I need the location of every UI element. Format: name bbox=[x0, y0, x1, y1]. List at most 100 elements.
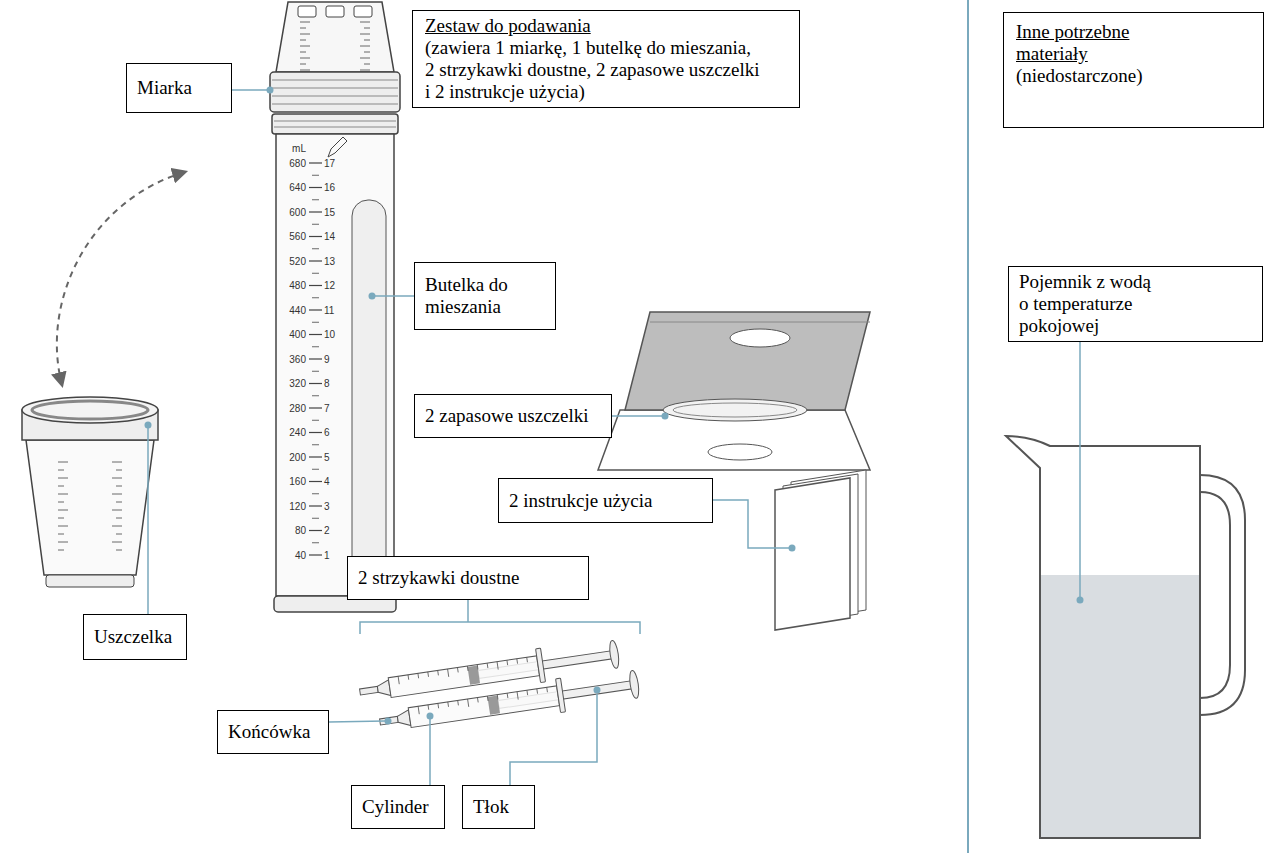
box-label: Butelka do mieszania bbox=[425, 274, 529, 318]
scale-tick bbox=[408, 675, 410, 680]
scale-ticks bbox=[58, 22, 370, 555]
scale-number: 520 bbox=[289, 256, 306, 267]
label-box: 2 strzykawki doustne bbox=[347, 556, 589, 600]
scale-tick bbox=[312, 224, 319, 225]
cup-body bbox=[26, 440, 154, 575]
pitcher-outline bbox=[1006, 436, 1200, 838]
thread-line bbox=[272, 88, 398, 89]
seal-ring bbox=[32, 401, 148, 419]
scale-tick bbox=[526, 690, 528, 695]
scale-tick bbox=[309, 260, 322, 261]
scale-tick bbox=[300, 22, 310, 23]
scale-tick bbox=[300, 64, 306, 65]
leader-line bbox=[147, 428, 149, 614]
label-box: Miarka bbox=[126, 63, 232, 113]
mixing-bottle bbox=[272, 114, 398, 612]
cup-rim bbox=[22, 397, 158, 423]
scale-tick bbox=[312, 346, 319, 347]
scale-tick bbox=[312, 199, 319, 200]
scale-tick bbox=[312, 175, 319, 176]
scale-tick bbox=[428, 705, 430, 710]
cup-window bbox=[354, 6, 372, 17]
scale-number: 15 bbox=[324, 207, 335, 218]
bracket-line bbox=[467, 600, 469, 622]
scale-number: 12 bbox=[324, 280, 335, 291]
label-box: 2 zapasowe uszczelki bbox=[414, 394, 612, 438]
scale-tick bbox=[398, 676, 399, 684]
scale-tick bbox=[309, 505, 322, 506]
scale-tick bbox=[312, 518, 319, 519]
scale-number: 16 bbox=[324, 182, 335, 193]
label-box: Końcówka bbox=[217, 710, 329, 754]
scale-number: 280 bbox=[289, 403, 306, 414]
plunger-thumb bbox=[628, 670, 640, 699]
scale-number: 160 bbox=[289, 476, 306, 487]
label-box: Butelka do mieszania bbox=[414, 262, 556, 330]
scale-tick bbox=[312, 371, 319, 372]
scale-tick bbox=[58, 502, 64, 503]
scale-tick bbox=[312, 395, 319, 396]
scale-tick bbox=[417, 673, 419, 678]
scale-tick bbox=[309, 481, 322, 482]
scale-number: 3 bbox=[324, 501, 330, 512]
box-label: Miarka bbox=[137, 77, 221, 99]
scale-tick bbox=[312, 297, 319, 298]
scale-tick bbox=[112, 478, 122, 479]
scale-tick bbox=[487, 663, 489, 668]
scale-number: 680 bbox=[289, 158, 306, 169]
measuring-cup bbox=[270, 2, 400, 112]
scale-tick bbox=[364, 28, 370, 29]
oral-syringe bbox=[378, 667, 641, 739]
scale-tick bbox=[364, 64, 370, 65]
box-label: 2 instrukcje użycia bbox=[509, 490, 702, 512]
scale-tick bbox=[427, 672, 429, 677]
box-label: Inne potrzebne materiały bbox=[1016, 21, 1156, 65]
scale-tick bbox=[360, 22, 370, 23]
leader-dot bbox=[267, 87, 274, 94]
syringe-flange bbox=[556, 678, 566, 712]
box-label: Cylinder bbox=[362, 796, 434, 818]
label-box: Inne potrzebne materiały(niedostarczone) bbox=[1003, 12, 1264, 128]
scale-number: 80 bbox=[295, 525, 306, 536]
scale-number: 9 bbox=[324, 354, 330, 365]
booklets bbox=[775, 470, 866, 630]
packet-lid bbox=[625, 312, 870, 410]
scale-tick bbox=[112, 462, 122, 463]
syringe-flange bbox=[536, 648, 546, 682]
scale-tick bbox=[312, 322, 319, 323]
thread-line bbox=[272, 96, 398, 97]
leader-line bbox=[510, 694, 597, 785]
scale-tick bbox=[360, 58, 370, 59]
cup-foot bbox=[46, 575, 134, 587]
scale-number: 600 bbox=[289, 207, 306, 218]
scale-tick bbox=[58, 534, 64, 535]
scale-tick bbox=[360, 46, 370, 47]
scale-tick bbox=[300, 70, 310, 71]
syringe-barrel bbox=[408, 686, 559, 728]
thread-line bbox=[274, 127, 396, 128]
leader-dot bbox=[1077, 597, 1084, 604]
scale-number: 440 bbox=[289, 305, 306, 316]
scale-tick bbox=[58, 494, 68, 495]
scale-tick bbox=[309, 187, 322, 188]
thread-line bbox=[272, 80, 398, 81]
scale-tick bbox=[364, 52, 370, 53]
scale-tick bbox=[448, 669, 449, 677]
cup-body bbox=[276, 2, 394, 72]
scale-tick bbox=[300, 58, 310, 59]
scale-number: 10 bbox=[324, 329, 335, 340]
scale-tick bbox=[309, 432, 322, 433]
water-pitcher bbox=[1006, 436, 1245, 838]
dashed-arrow bbox=[57, 172, 185, 385]
scale-tick bbox=[477, 697, 479, 702]
water bbox=[1041, 575, 1199, 837]
scale-tick bbox=[457, 667, 459, 672]
bottle-ring bbox=[272, 114, 398, 134]
scale-number: 14 bbox=[324, 231, 335, 242]
scale-number: 40 bbox=[295, 550, 306, 561]
label-box: 2 instrukcje użycia bbox=[498, 478, 713, 523]
scale-number: 17 bbox=[324, 158, 335, 169]
scale-tick bbox=[526, 657, 528, 662]
scale-tick bbox=[312, 248, 319, 249]
